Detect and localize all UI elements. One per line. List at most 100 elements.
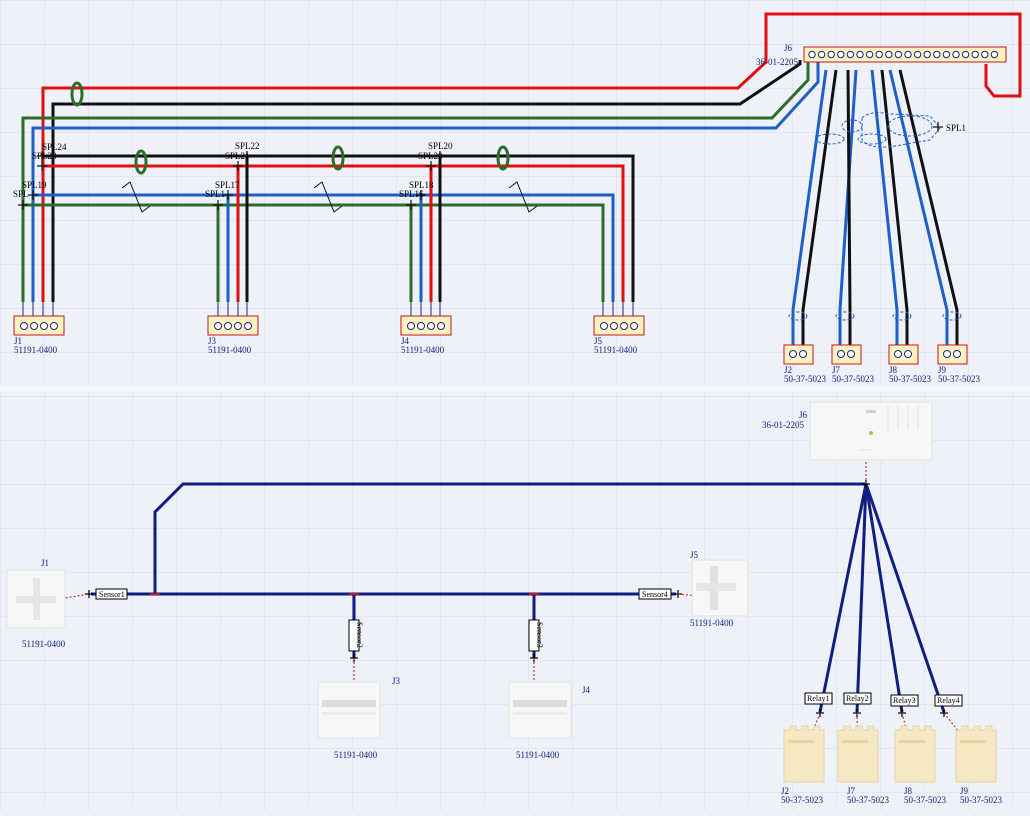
plus-cross-icon[interactable] [933, 122, 943, 132]
connector-part: 50-37-5023 [938, 374, 980, 384]
connector-part: 50-37-5023 [781, 795, 823, 805]
connector-image-j6[interactable] [809, 401, 933, 461]
connector-ref: J5 [594, 336, 603, 346]
trunk-green-wire[interactable] [21, 62, 810, 302]
splice-label: SPL24 [42, 142, 67, 152]
plus-cross-icon[interactable] [18, 200, 28, 210]
connector-j1[interactable] [13, 315, 65, 336]
connector-j5[interactable] [593, 315, 645, 336]
connector-pin [894, 50, 903, 59]
wire-j6-j9-black[interactable] [898, 69, 959, 345]
connector-part: 51191-0400 [401, 345, 445, 355]
connector-j4[interactable] [400, 315, 452, 336]
connector-image-j7[interactable] [837, 725, 879, 783]
connector-part: 50-37-5023 [904, 795, 946, 805]
connector-j6[interactable] [803, 46, 1007, 63]
splice-label: SPL20 [428, 141, 453, 151]
tag-sensor4[interactable]: Sensor4 [638, 588, 672, 600]
connector-j8[interactable] [888, 344, 919, 365]
tag-sensor3[interactable]: Sensor3 [528, 619, 544, 652]
wire-j6-j9-blue[interactable] [888, 69, 949, 345]
wire-j6-j7-black[interactable] [846, 69, 852, 345]
plus-cross-icon[interactable] [28, 190, 38, 200]
wire-j6-j7-blue[interactable] [838, 69, 858, 345]
connector-j7[interactable] [831, 344, 862, 365]
connector-image-j1[interactable] [6, 569, 66, 629]
connector-ref: J4 [401, 336, 410, 346]
wire-j6-j8-blue[interactable] [870, 69, 899, 345]
connector-j3[interactable] [207, 315, 259, 336]
connector-image-j4[interactable] [508, 681, 572, 739]
plus-cross-icon[interactable] [406, 200, 416, 210]
connector-ref: J3 [392, 676, 401, 686]
connector-pin [952, 50, 960, 59]
tag-relay4[interactable]: Relay4 [934, 694, 963, 707]
dashed-ellipse-icon [942, 311, 962, 321]
plus-cross-icon[interactable] [435, 151, 445, 161]
connector-part: 36-01-2205 [756, 57, 798, 67]
bundle-j2[interactable] [818, 483, 868, 713]
splice-label: SPL18 [409, 180, 434, 190]
connector-part: 50-37-5023 [847, 795, 889, 805]
splice-label: SPL22 [235, 141, 260, 151]
harness-view: J6 36-01-2205 J1 51191-0400 J5 51191-040… [6, 401, 1002, 805]
plus-cross-icon[interactable] [426, 161, 436, 171]
plus-cross-icon[interactable] [213, 200, 223, 210]
plus-cross-icon[interactable] [37, 151, 47, 161]
connector-image-j5[interactable] [691, 559, 749, 617]
wire-j6-j2-blue[interactable] [791, 69, 828, 345]
tag-sensor1[interactable]: Sensor1 [95, 588, 128, 600]
connector-image-j8[interactable] [894, 725, 936, 783]
view-divider [0, 386, 1030, 392]
svg-text:Relay1: Relay1 [807, 694, 830, 703]
connector-j2[interactable] [783, 344, 814, 365]
connector-pin [846, 50, 855, 59]
connector-pin [827, 50, 835, 59]
splice-label: SPL21 [225, 151, 250, 161]
plus-cross-icon[interactable] [416, 190, 426, 200]
connector-part: 51191-0400 [22, 639, 66, 649]
connector-image-j9[interactable] [955, 725, 997, 783]
connector-pin [865, 50, 874, 59]
dashed-ellipse-icon [892, 311, 912, 321]
zigzag-icon [121, 181, 151, 213]
plus-cross-icon[interactable] [233, 161, 243, 171]
splice-label: SPL19 [22, 180, 47, 190]
connector-part: 50-37-5023 [784, 374, 826, 384]
bundle-top[interactable] [153, 482, 866, 594]
plus-cross-icon[interactable] [242, 151, 252, 161]
connector-image-j3[interactable] [317, 681, 381, 739]
connector-ref: J1 [41, 558, 49, 568]
plus-cross-icon[interactable] [37, 161, 47, 171]
zigzag-icon [508, 181, 538, 213]
tag-relay2[interactable]: Relay2 [843, 692, 872, 705]
zigzag-icon [313, 181, 343, 213]
connector-part: 51191-0400 [334, 750, 378, 760]
dashed-ellipse-icon [887, 115, 933, 137]
trunk-black-wire[interactable] [51, 60, 802, 302]
connector-part: 50-37-5023 [889, 374, 931, 384]
trunk-blue-wire[interactable] [31, 62, 820, 302]
splice-label: SPL1 [205, 189, 225, 199]
connector-pin [942, 50, 951, 59]
tag-relay1[interactable]: Relay1 [804, 692, 833, 705]
trunk-red-wire[interactable] [41, 12, 1022, 302]
tag-sensor2[interactable]: Sensor2 [348, 619, 364, 652]
bus-black[interactable] [42, 154, 635, 302]
bundle-j8[interactable] [864, 483, 904, 713]
tag-relay3[interactable]: Relay3 [890, 694, 919, 707]
plus-cross-icon[interactable] [223, 190, 233, 200]
wire-j6-j8-black[interactable] [880, 69, 909, 345]
twist-icon [70, 81, 84, 107]
connector-j9[interactable] [937, 344, 968, 365]
splice-label: SPL23 [32, 151, 57, 161]
connector-image-j2[interactable] [783, 725, 825, 783]
bundle-j7[interactable] [855, 483, 868, 713]
connector-ref: J9 [960, 786, 969, 796]
bundle-j9[interactable] [864, 483, 946, 713]
connector-ref: J2 [784, 365, 792, 375]
splice-label: SPL17 [215, 180, 240, 190]
svg-text:Relay2: Relay2 [846, 694, 869, 703]
wire-j6-j2-black[interactable] [801, 69, 838, 345]
